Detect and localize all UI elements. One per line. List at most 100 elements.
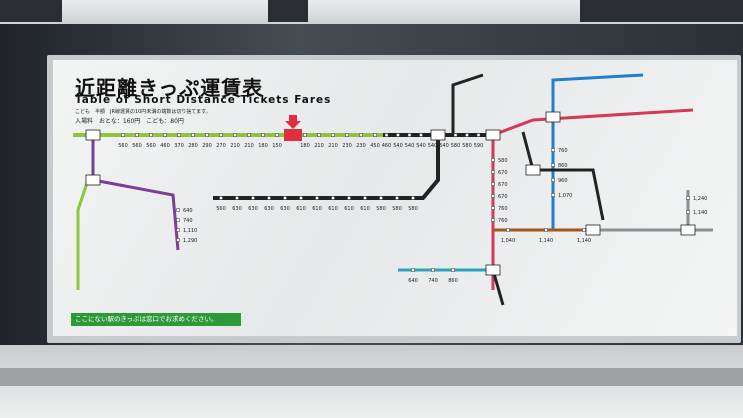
fare-label: 760 xyxy=(498,218,508,224)
fare-label: 540 xyxy=(405,143,415,149)
blue-line xyxy=(551,73,644,117)
station-dot xyxy=(465,133,469,137)
fare-label: 540 xyxy=(393,143,403,149)
station-dot xyxy=(315,196,319,200)
fare-label: 630 xyxy=(264,206,274,212)
station-dot xyxy=(686,196,690,200)
station-dot xyxy=(176,228,180,232)
station-dot xyxy=(205,133,209,137)
fare-label: 670 xyxy=(498,194,508,200)
fare-label: 180 xyxy=(300,143,310,149)
station-dot xyxy=(396,133,400,137)
fare-label: 580 xyxy=(392,206,402,212)
fare-label: 540 xyxy=(428,143,438,149)
fare-label: 630 xyxy=(248,206,258,212)
fare-label: 1,040 xyxy=(501,238,515,244)
sign-subtitle: Table of Short Distance Tickets Fares xyxy=(75,94,332,106)
down-arrow-icon xyxy=(285,115,301,129)
station-dot xyxy=(331,196,335,200)
station-dot xyxy=(149,133,153,137)
station-dot xyxy=(395,196,399,200)
station-dot xyxy=(476,133,481,137)
fare-label: 630 xyxy=(280,206,290,212)
station-dot xyxy=(491,194,495,198)
ticket-office-banner: ここにない駅のきっぷは窓口でお求めください。 xyxy=(71,313,241,326)
station-dot xyxy=(251,196,255,200)
fare-label: 760 xyxy=(498,206,508,212)
station-dot xyxy=(135,133,139,137)
fare-label: 230 xyxy=(342,143,352,149)
fare-label: 580 xyxy=(462,143,472,149)
station-dot xyxy=(379,196,383,200)
fare-label: 610 xyxy=(312,206,322,212)
fare-label: 610 xyxy=(328,206,338,212)
entry-fee: 入場料 おとな：160円 こども：80円 xyxy=(75,118,184,125)
fare-label: 210 xyxy=(230,143,240,149)
fare-label: 760 xyxy=(558,148,568,154)
station-dot xyxy=(453,133,458,137)
fare-label: 1,070 xyxy=(558,193,572,199)
fare-label: 580 xyxy=(451,143,461,149)
transfer-station-box xyxy=(485,129,501,141)
fare-label: 180 xyxy=(258,143,268,149)
station-dot xyxy=(331,133,335,137)
station-dot xyxy=(219,133,223,137)
banner-text: ここにない駅のきっぷは窓口でお求めください。 xyxy=(75,315,218,323)
ceiling-panel xyxy=(268,0,308,22)
purple-line xyxy=(91,135,180,251)
fare-label: 1,140 xyxy=(539,238,553,244)
fare-label: 630 xyxy=(232,206,242,212)
station-dot xyxy=(267,196,271,200)
station-dot xyxy=(384,133,389,137)
fare-label: 590 xyxy=(474,143,484,149)
fare-label: 610 xyxy=(344,206,354,212)
station-dot xyxy=(551,163,555,167)
station-dot xyxy=(451,268,455,272)
transfer-station-box xyxy=(680,224,696,236)
green-line xyxy=(76,179,90,290)
station-dot xyxy=(233,133,237,137)
floor-band xyxy=(0,368,743,386)
ceiling-panel xyxy=(0,0,62,22)
ceiling-panel xyxy=(580,0,743,22)
fare-label: 450 xyxy=(370,143,380,149)
station-dot xyxy=(544,228,548,232)
fare-label: 540 xyxy=(416,143,426,149)
station-dot xyxy=(121,133,125,137)
black_main-line xyxy=(521,131,605,221)
fare-label: 670 xyxy=(498,182,508,188)
fare-label: 580 xyxy=(376,206,386,212)
station-dot xyxy=(491,182,495,186)
sign-title: 近距離きっぷ運賃表 xyxy=(75,76,264,100)
black_main-line xyxy=(451,73,484,135)
fare-label: 740 xyxy=(428,278,438,284)
red-line xyxy=(492,108,694,137)
station-dot xyxy=(163,133,167,137)
fare-label: 670 xyxy=(498,170,508,176)
station-dot xyxy=(359,133,363,137)
fare-label: 560 xyxy=(132,143,142,149)
fare-label: 860 xyxy=(448,278,458,284)
transfer-station-box xyxy=(85,129,101,141)
fare-label: 540 xyxy=(439,143,449,149)
fare-label: 210 xyxy=(244,143,254,149)
fare-label: 280 xyxy=(188,143,198,149)
station-dot xyxy=(317,133,321,137)
station-dot xyxy=(176,218,180,222)
station-dot xyxy=(219,196,223,200)
fare-label: 230 xyxy=(356,143,366,149)
fare-label: 210 xyxy=(314,143,324,149)
fare-label: 580 xyxy=(498,158,508,164)
fare-label: 1,290 xyxy=(183,238,197,244)
black_main-line xyxy=(491,269,505,306)
transfer-station-box xyxy=(485,264,501,276)
station-dot xyxy=(363,196,367,200)
station-dot xyxy=(551,193,555,197)
fare-label: 150 xyxy=(272,143,282,149)
child-fare-note: こども 半額 JR線運賃の10円未満の端数は切り捨てます。 xyxy=(75,109,211,115)
transfer-station-box xyxy=(85,174,101,186)
station-dot xyxy=(247,133,251,137)
